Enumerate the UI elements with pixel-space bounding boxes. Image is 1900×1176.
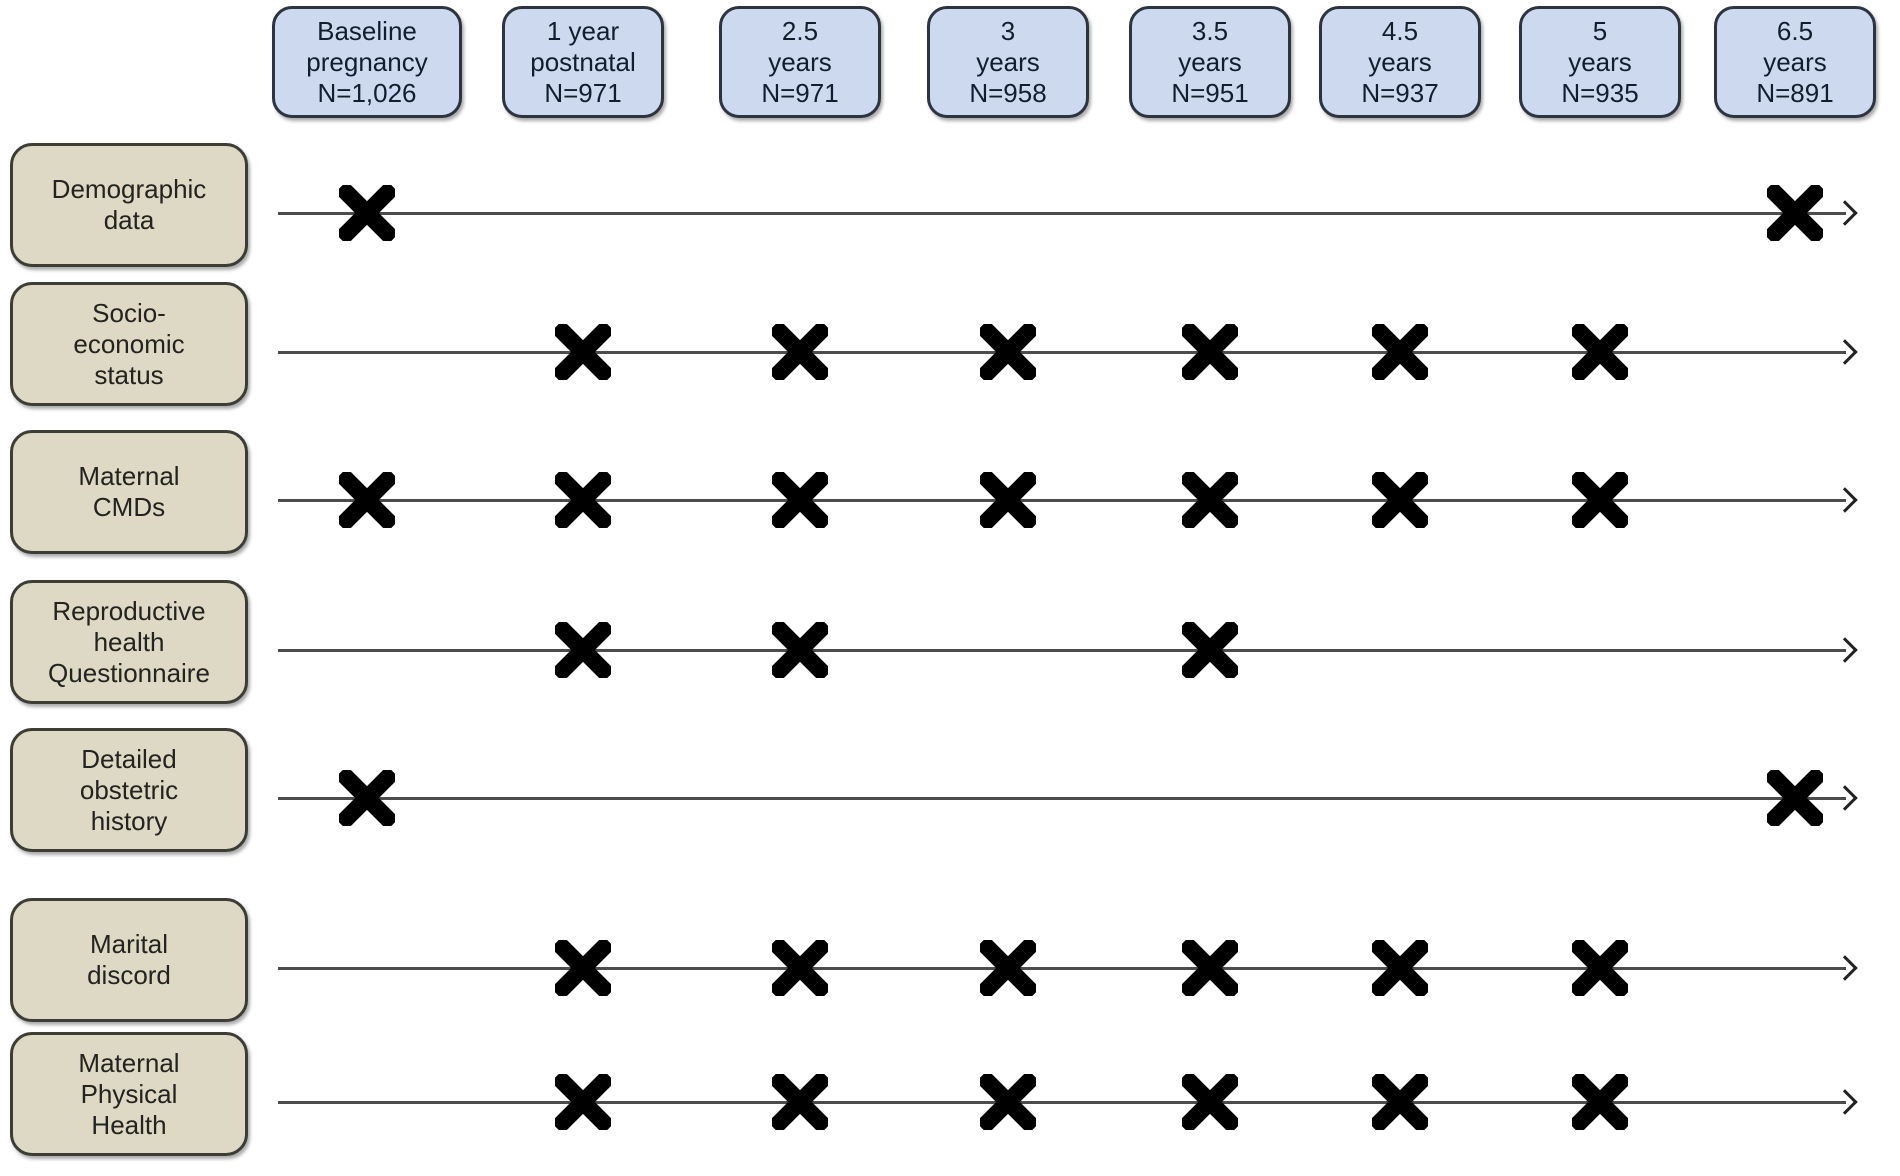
timepoint-label: 5 years [1568, 15, 1632, 77]
timepoint-label: 1 year postnatal [530, 15, 636, 77]
timepoint-label: 2.5 years [768, 15, 832, 77]
x-mark-icon [980, 940, 1036, 996]
x-mark-icon [1182, 1074, 1238, 1130]
x-mark-icon [1572, 472, 1628, 528]
measure-label: Reproductive health Questionnaire [48, 595, 210, 688]
x-mark-icon [1572, 940, 1628, 996]
timeline-line [278, 499, 1846, 502]
x-mark-icon [772, 472, 828, 528]
arrow-head-icon [1832, 637, 1858, 663]
measure-label: Maternal CMDs [78, 461, 180, 522]
x-mark-icon [1182, 472, 1238, 528]
x-mark-icon [555, 940, 611, 996]
timeline-line [278, 797, 1846, 800]
arrow-head-icon [1832, 955, 1858, 981]
measure-box-marital-discord: Marital discord [10, 898, 248, 1022]
x-mark-icon [1182, 622, 1238, 678]
arrow-head-icon [1832, 200, 1858, 226]
x-mark-icon [1767, 770, 1823, 826]
arrow-head-icon [1832, 339, 1858, 365]
measure-box-reproductive-health-questionnaire: Reproductive health Questionnaire [10, 580, 248, 704]
measure-label: Marital discord [87, 929, 171, 990]
measure-box-socio-economic-status: Socio- economic status [10, 282, 248, 406]
timepoint-label: 3.5 years [1178, 15, 1242, 77]
x-mark-icon [1372, 472, 1428, 528]
measure-box-maternal-cmds: Maternal CMDs [10, 430, 248, 554]
timeline-line [278, 649, 1846, 652]
x-mark-icon [555, 622, 611, 678]
arrow-head-icon [1832, 487, 1858, 513]
x-mark-icon [1372, 1074, 1428, 1130]
timeline-line [278, 212, 1846, 215]
timepoint-n-count: N=1,026 [317, 77, 417, 108]
x-mark-icon [555, 472, 611, 528]
arrow-head-icon [1832, 785, 1858, 811]
timepoint-n-count: N=937 [1361, 77, 1439, 108]
timepoint-n-count: N=958 [969, 77, 1047, 108]
timepoint-label: 4.5 years [1368, 15, 1432, 77]
measure-box-detailed-obstetric-history: Detailed obstetric history [10, 728, 248, 852]
x-mark-icon [1182, 940, 1238, 996]
measure-box-demographic-data: Demographic data [10, 143, 248, 267]
x-mark-icon [1182, 324, 1238, 380]
x-mark-icon [1372, 324, 1428, 380]
measure-label: Maternal Physical Health [78, 1047, 180, 1140]
timepoint-label: Baseline pregnancy [306, 15, 428, 77]
timeline-line [278, 351, 1846, 354]
x-mark-icon [339, 185, 395, 241]
timepoint-label: 6.5 years [1763, 15, 1827, 77]
x-mark-icon [980, 324, 1036, 380]
timeline-line [278, 967, 1846, 970]
timepoint-n-count: N=935 [1561, 77, 1639, 108]
x-mark-icon [772, 940, 828, 996]
timepoint-label: 3 years [976, 15, 1040, 77]
measure-box-maternal-physical-health: Maternal Physical Health [10, 1032, 248, 1156]
measure-label: Demographic data [51, 174, 207, 235]
timepoint-n-count: N=971 [544, 77, 622, 108]
x-mark-icon [980, 1074, 1036, 1130]
x-mark-icon [772, 1074, 828, 1130]
measure-label: Socio- economic status [73, 297, 185, 390]
x-mark-icon [1572, 324, 1628, 380]
measure-label: Detailed obstetric history [79, 743, 179, 836]
x-mark-icon [772, 622, 828, 678]
x-mark-icon [980, 472, 1036, 528]
timepoint-n-count: N=951 [1171, 77, 1249, 108]
x-mark-icon [1372, 940, 1428, 996]
x-mark-icon [339, 472, 395, 528]
x-mark-icon [772, 324, 828, 380]
timepoint-n-count: N=891 [1756, 77, 1834, 108]
timepoint-n-count: N=971 [761, 77, 839, 108]
x-mark-icon [1767, 185, 1823, 241]
arrow-head-icon [1832, 1089, 1858, 1115]
timeline-line [278, 1101, 1846, 1104]
x-mark-icon [339, 770, 395, 826]
x-mark-icon [555, 324, 611, 380]
x-mark-icon [1572, 1074, 1628, 1130]
x-mark-icon [555, 1074, 611, 1130]
